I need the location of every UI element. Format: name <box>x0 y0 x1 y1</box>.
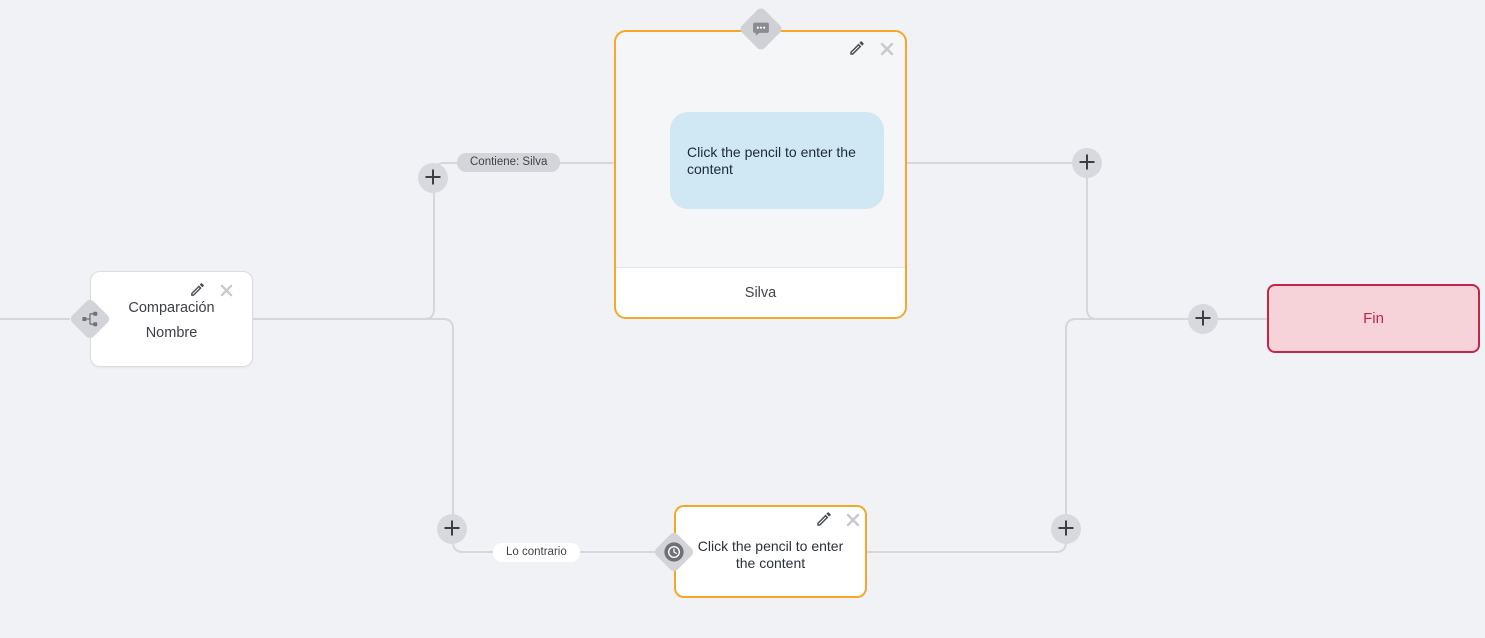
sitemap-icon <box>82 311 98 327</box>
message-node[interactable]: Click the pencil to enter the content Si… <box>614 6 907 319</box>
edge-label-otherwise: Lo contrario <box>493 543 580 562</box>
edge-branch-bottom <box>253 318 656 553</box>
condition-title-line1: Comparación <box>128 300 215 316</box>
pencil-icon <box>848 39 866 60</box>
condition-type-badge <box>68 297 112 341</box>
add-node-button-after-message[interactable] <box>1072 148 1102 178</box>
clock-icon <box>663 541 685 563</box>
plus-icon <box>443 519 461 540</box>
end-node[interactable]: Fin <box>1267 284 1480 353</box>
close-icon <box>219 283 234 301</box>
plus-icon <box>1078 153 1096 174</box>
edge-message-to-end <box>907 162 1268 320</box>
pencil-icon <box>815 510 833 531</box>
edge-action-to-end <box>866 318 1100 553</box>
action-placeholder-text: Click the pencil to enter the content <box>697 538 844 571</box>
pencil-icon <box>189 281 206 301</box>
delete-node-button[interactable] <box>878 41 896 59</box>
plus-icon <box>1194 309 1212 330</box>
add-node-button-after-action[interactable] <box>1051 514 1081 544</box>
edit-node-button[interactable] <box>188 282 206 300</box>
condition-node[interactable]: Comparación Nombre <box>68 271 253 367</box>
action-type-badge <box>652 530 696 574</box>
message-type-badge <box>738 6 784 52</box>
close-icon <box>845 512 861 531</box>
end-node-label: Fin <box>1363 310 1384 327</box>
close-icon <box>879 41 895 60</box>
condition-node-title: Comparación Nombre <box>91 296 252 346</box>
chat-bubble-icon <box>752 20 771 39</box>
delete-node-button[interactable] <box>844 512 862 530</box>
edge-label-contains: Contiene: Silva <box>457 153 561 172</box>
message-bubble: Click the pencil to enter the content <box>670 112 884 209</box>
message-node-title: Silva <box>744 284 777 301</box>
edit-node-button[interactable] <box>815 511 833 529</box>
plus-icon <box>1057 519 1075 540</box>
plus-icon <box>424 168 442 189</box>
edit-node-button[interactable] <box>848 40 866 58</box>
message-node-footer: Silva <box>616 267 905 317</box>
message-placeholder-text: Click the pencil to enter the content <box>687 144 856 177</box>
condition-title-line2: Nombre <box>145 325 198 341</box>
add-node-button-before-end[interactable] <box>1188 304 1218 334</box>
add-node-button-branch-bottom[interactable] <box>437 514 467 544</box>
delete-node-button[interactable] <box>217 283 235 301</box>
action-node[interactable]: Click the pencil to enter the content <box>652 505 867 598</box>
add-node-button-branch-top[interactable] <box>418 163 448 193</box>
